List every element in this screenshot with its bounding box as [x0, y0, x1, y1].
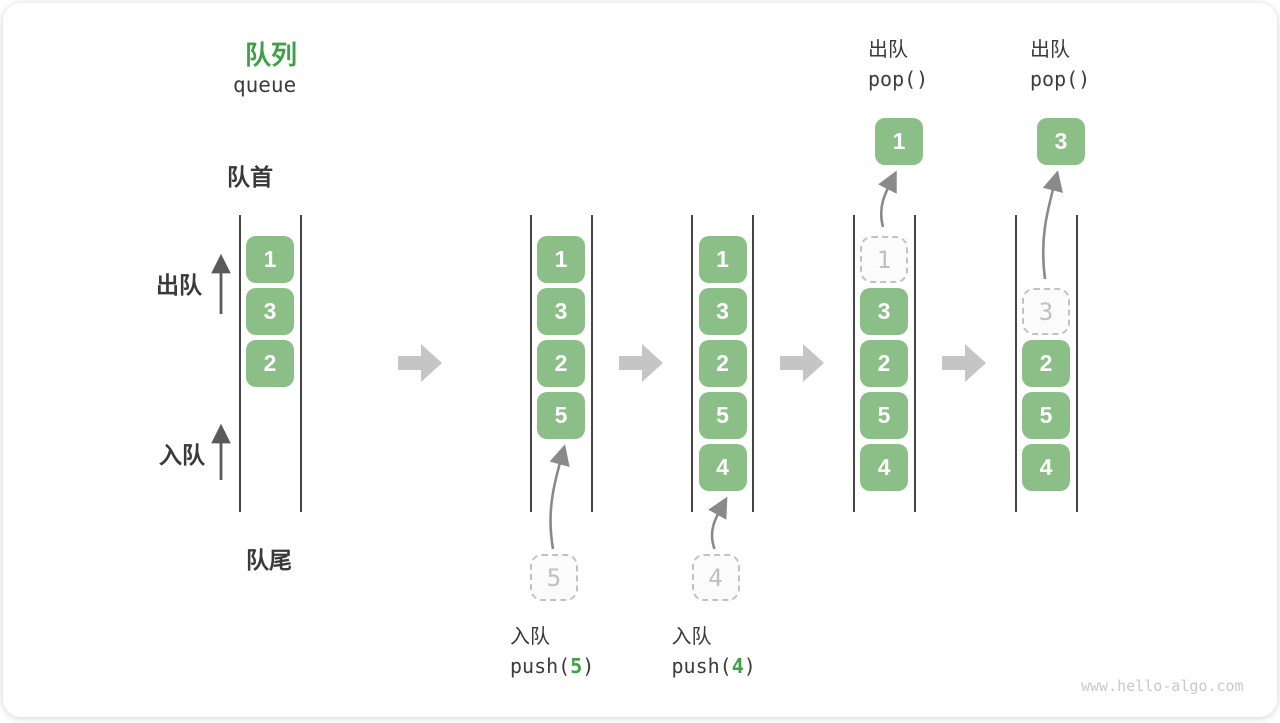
operation-code-text: ) — [916, 67, 929, 91]
operation-code-value: 4 — [731, 654, 744, 678]
operation-code-text: ) — [1078, 67, 1091, 91]
arrow-right-icon — [619, 344, 663, 382]
queue-element-box: 5 — [860, 392, 908, 439]
enqueue-side-label: 入队 — [159, 442, 205, 468]
channel-line-right — [752, 215, 754, 512]
queue-element-box: 3 — [246, 288, 294, 335]
channel-line-left — [691, 215, 693, 512]
arrow-right-icon — [942, 344, 986, 382]
queue-element-box-dashed: 3 — [1022, 288, 1070, 335]
incoming-element-box: 5 — [530, 554, 578, 601]
queue-element-box: 5 — [537, 392, 585, 439]
queue-element-box: 3 — [860, 288, 908, 335]
operation-code-text: ) — [582, 654, 595, 678]
queue-element-box: 2 — [1022, 340, 1070, 387]
queue-element-box: 1 — [246, 236, 294, 283]
channel-line-right — [1075, 215, 1078, 512]
arrow-right-icon — [398, 344, 442, 382]
queue-element-box: 4 — [1022, 444, 1070, 491]
queue-element-box: 2 — [860, 340, 908, 387]
operation-code: pop() — [868, 67, 928, 91]
queue-element-box: 4 — [698, 444, 747, 491]
enqueue-curved-arrow-icon — [549, 444, 570, 550]
operation-label: 入队 — [510, 626, 550, 648]
channel-line-right — [299, 215, 302, 512]
diagram-title-en: queue — [233, 73, 297, 97]
enqueue-curved-arrow-icon — [708, 496, 728, 550]
queue-element-box: 2 — [537, 340, 585, 387]
channel-line-left — [852, 215, 855, 512]
queue-element-box: 2 — [698, 340, 747, 387]
dequeue-curved-arrow-icon — [878, 170, 897, 228]
watermark: www.hello-algo.com — [1081, 677, 1244, 695]
operation-code: push(5) — [510, 654, 594, 678]
operation-code: pop() — [1030, 67, 1090, 91]
channel-line-left — [529, 215, 532, 512]
operation-code-value: 5 — [570, 654, 583, 678]
operation-code-text: pop( — [868, 67, 917, 91]
channel-line-left — [238, 215, 241, 512]
channel-line-right — [913, 215, 916, 512]
operation-label: 出队 — [1030, 39, 1070, 61]
diagram-title-zh: 队列 — [245, 40, 298, 70]
popped-element-box: 1 — [875, 118, 923, 165]
queue-element-box: 1 — [537, 236, 585, 283]
queue-element-box-dashed: 1 — [860, 236, 908, 283]
queue-element-box: 5 — [698, 392, 747, 439]
queue-element-box: 5 — [1022, 392, 1070, 439]
operation-code-text: pop( — [1030, 67, 1079, 91]
dequeue-curved-arrow-icon — [1041, 170, 1063, 280]
channel-line-left — [1014, 215, 1017, 512]
queue-element-box: 3 — [698, 288, 747, 335]
incoming-element-box: 4 — [691, 554, 740, 601]
queue-element-box: 2 — [246, 340, 294, 387]
dequeue-side-label: 出队 — [156, 272, 202, 298]
queue-element-box: 3 — [537, 288, 585, 335]
operation-code-text: ) — [743, 654, 756, 678]
operation-code: push(4) — [672, 654, 756, 678]
operation-label: 入队 — [671, 626, 712, 648]
operation-code-text: push( — [671, 654, 732, 678]
channel-line-right — [590, 215, 593, 512]
arrow-right-icon — [780, 344, 824, 382]
queue-front-label: 队首 — [227, 164, 273, 190]
operation-code-text: push( — [510, 654, 571, 678]
arrows-overlay — [211, 170, 1063, 550]
operation-label: 出队 — [868, 39, 908, 61]
popped-element-box: 3 — [1037, 118, 1085, 165]
queue-element-box: 4 — [860, 444, 908, 491]
queue-rear-label: 队尾 — [246, 547, 292, 573]
queue-element-box: 1 — [698, 236, 747, 283]
